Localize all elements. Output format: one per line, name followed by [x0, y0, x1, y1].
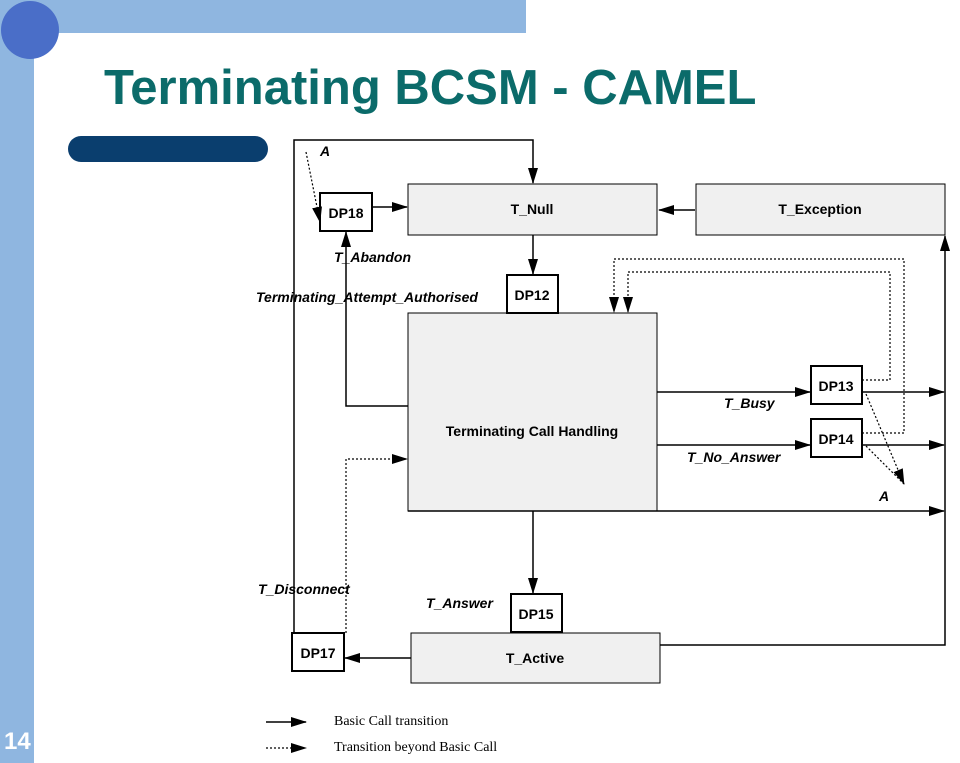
dp13-box — [810, 365, 863, 405]
t-no-answer-label: T_No_Answer — [687, 449, 782, 465]
terminating-call-handling-label: Terminating Call Handling — [446, 423, 618, 439]
title-underline-bar — [68, 136, 268, 162]
dp13-label: DP13 — [818, 378, 853, 394]
dp15-label: DP15 — [518, 606, 553, 622]
disconnect-dotted-arrow — [345, 454, 408, 633]
terminating-call-handling-box — [407, 312, 658, 512]
t-exception-label: T_Exception — [778, 201, 861, 217]
terminating-attempt-authorised-label: Terminating_Attempt_Authorised — [256, 289, 478, 305]
legend-basic-label: Basic Call transition — [334, 714, 448, 729]
connector-a-top: A — [319, 143, 330, 159]
t-null-label: T_Null — [511, 201, 554, 217]
dp14-box — [810, 418, 863, 458]
t-busy-label: T_Busy — [724, 395, 776, 411]
legend-beyond-label: Transition beyond Basic Call — [334, 740, 497, 755]
t-answer-label: T_Answer — [426, 595, 494, 611]
left-decor-bar — [0, 0, 34, 763]
t-active-label: T_Active — [506, 650, 565, 666]
dp14-label: DP14 — [818, 431, 853, 447]
disconnect-return-line — [293, 139, 538, 633]
t-disconnect-label: T_Disconnect — [258, 581, 351, 597]
dp15-box — [510, 593, 563, 633]
abandon-arrow — [341, 231, 408, 407]
dp18-box — [319, 192, 373, 232]
t-exception-box — [695, 183, 946, 236]
corner-circle — [1, 1, 59, 59]
page-number: 14 — [4, 728, 31, 755]
dp13-loop-back — [623, 271, 891, 381]
dp12-label: DP12 — [514, 287, 549, 303]
dp17-label: DP17 — [300, 645, 335, 661]
active-to-exception-arrow — [660, 235, 950, 646]
dp12-box — [506, 274, 559, 314]
dp17-box — [291, 632, 345, 672]
dp13-to-a — [865, 393, 905, 485]
connector-a-to-dp18 — [305, 151, 322, 223]
slide-title: Terminating BCSM - CAMEL — [104, 61, 757, 115]
dp18-label: DP18 — [328, 205, 363, 221]
connector-a-right: A — [878, 488, 889, 504]
t-null-box — [407, 183, 658, 236]
dp14-loop-back — [609, 258, 905, 434]
t-active-box — [410, 632, 661, 684]
t-abandon-label: T_Abandon — [334, 249, 411, 265]
dp14-to-a — [865, 445, 905, 485]
top-decor-bar — [34, 0, 526, 33]
